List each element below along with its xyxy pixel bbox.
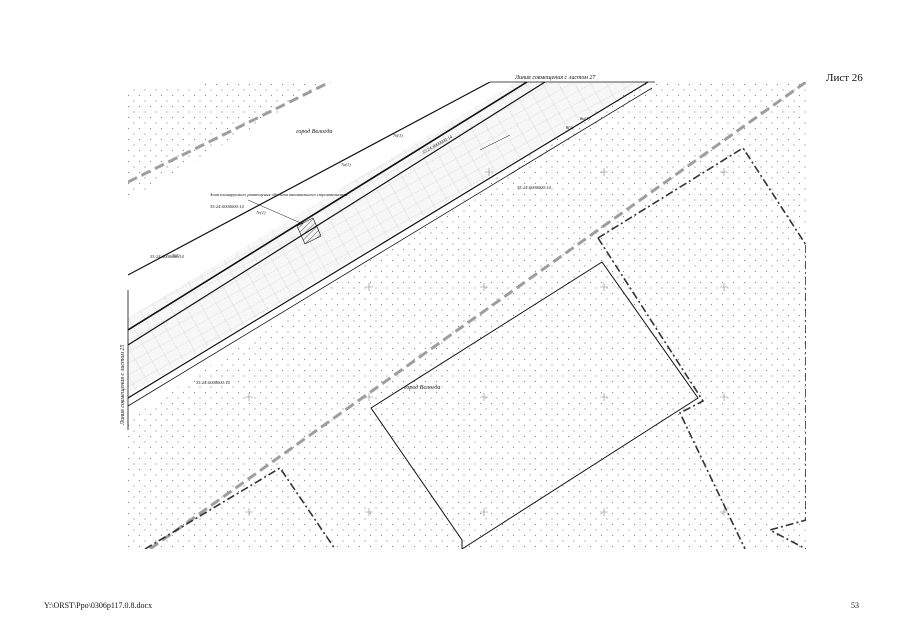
road-corridor	[128, 82, 645, 395]
cadastral-label-3: 35:24:0000000:14	[196, 380, 230, 385]
point-label-4: 7е(1)	[256, 210, 266, 215]
point-label-6: 8а(1)	[580, 116, 590, 121]
zone-leader-line-2	[479, 134, 511, 151]
point-label-1: 7(1)	[172, 253, 180, 258]
city-label-south: город Вологда	[404, 384, 440, 391]
match-line-left-label: Линия совмещения с листом 25	[120, 345, 126, 426]
point-label-3: 7а(1)	[341, 162, 351, 167]
point-label-5: 8(1)	[566, 125, 574, 130]
zone-code-label: 35:24:0000000:14	[210, 204, 244, 209]
vegetation-area-north	[128, 82, 330, 200]
page-number: 53	[851, 601, 859, 610]
match-line-top-label: Линия совмещения с листом 27	[514, 75, 596, 81]
zone-leader-line	[247, 199, 304, 225]
city-label-north: город Вологда	[296, 128, 332, 135]
planned-object-zone	[296, 217, 322, 245]
zone-note-label: Зона планируемого размещения объекта кап…	[210, 192, 348, 197]
cadastral-label-2: 35:24:0000000:14	[517, 185, 551, 190]
footer-file-path: Y:\ORST\Ppo\0306p117.0.8.docx	[44, 601, 153, 610]
land-plot-polygon	[370, 261, 699, 549]
cadastral-label-1: 35:24:0000000:14	[150, 254, 184, 259]
sheet-label: Лист 26	[826, 72, 863, 84]
point-label-2: 7б(1)	[393, 133, 403, 138]
road-edge-lines	[128, 82, 653, 407]
grid-crosses	[245, 168, 728, 516]
land-plot-boundaries	[144, 146, 806, 549]
dashed-boundary-north	[128, 82, 331, 184]
vegetation-area-south	[128, 82, 806, 549]
